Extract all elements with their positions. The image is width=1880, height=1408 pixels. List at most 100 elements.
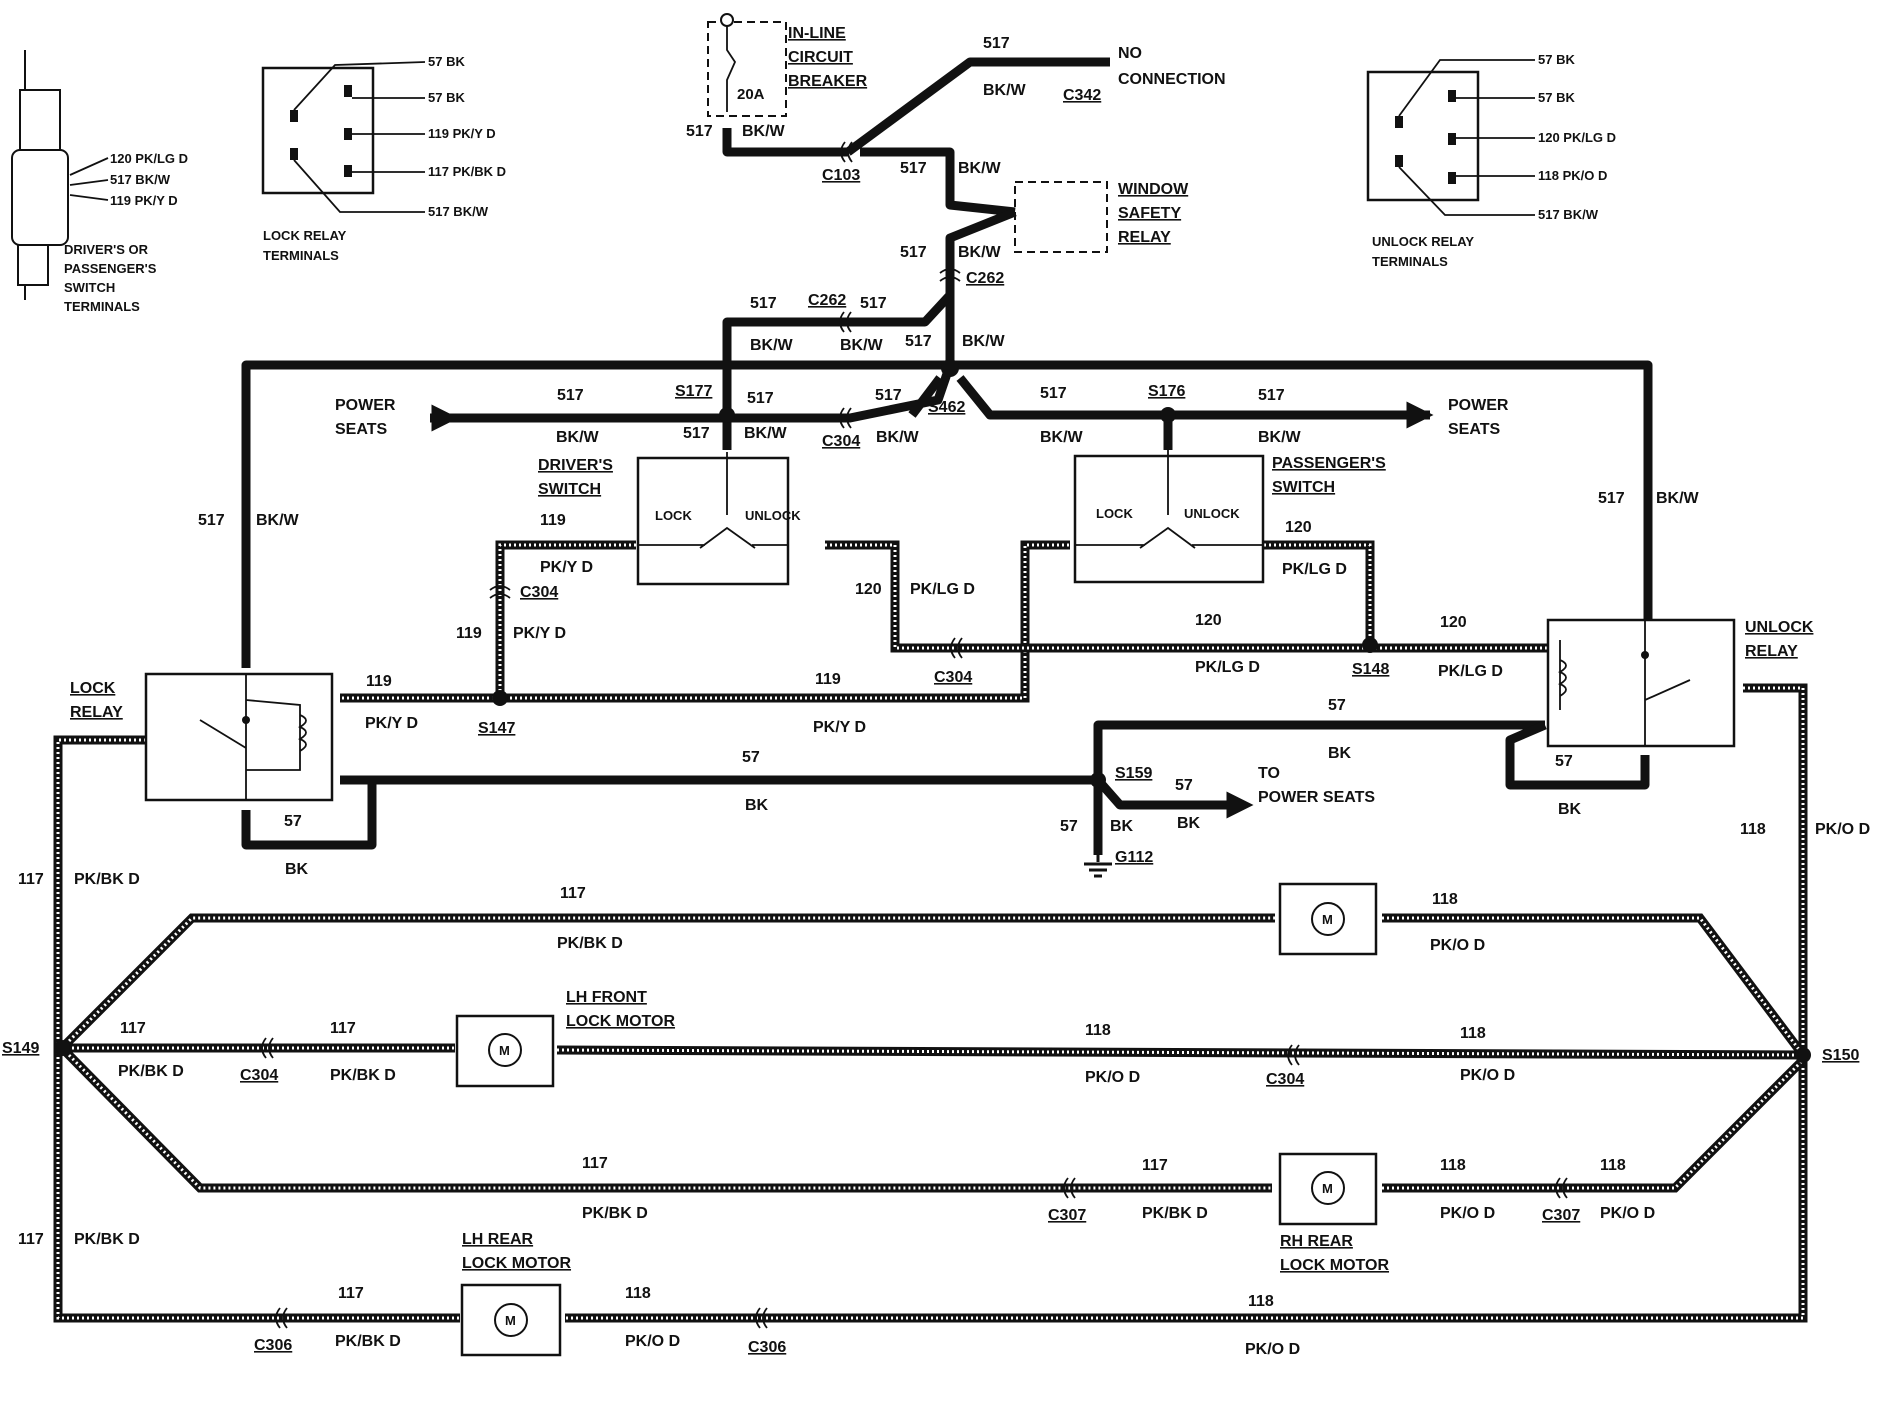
color-bkw: BK/W xyxy=(1258,429,1302,446)
circuit-117: 117 xyxy=(582,1155,608,1172)
circuit-118: 118 xyxy=(1440,1157,1466,1174)
color-pkbkd: PK/BK D xyxy=(330,1067,396,1084)
color-pkbkd: PK/BK D xyxy=(335,1333,401,1350)
breaker-label-3: BREAKER xyxy=(788,73,868,90)
color-pkyd: PK/Y D xyxy=(540,559,593,576)
motor-symbol: M xyxy=(499,1043,510,1058)
switch-pin-1: 120 PK/LG D xyxy=(110,151,188,166)
circuit-517: 517 xyxy=(686,123,713,140)
to-power-seats-2: POWER SEATS xyxy=(1258,789,1375,806)
circuit-breaker: 20A IN-LINE CIRCUIT BREAKER xyxy=(707,13,868,117)
unlock-relay-label-1: UNLOCK xyxy=(1745,619,1814,636)
lock-relay-label-2: RELAY xyxy=(70,704,123,721)
ref-s149: S149 xyxy=(2,1040,39,1057)
unlock-relay: UNLOCK RELAY xyxy=(1546,618,1814,748)
circuit-517: 517 xyxy=(900,244,927,261)
lh-rear-label-2: LOCK MOTOR xyxy=(462,1255,571,1272)
rh-rear-label-2: LOCK MOTOR xyxy=(1280,1257,1389,1274)
color-bkw: BK/W xyxy=(256,512,300,529)
color-bkw: BK/W xyxy=(958,244,1002,261)
power-seats-right-2: SEATS xyxy=(1448,421,1500,438)
drivers-switch-label-1: DRIVER'S xyxy=(538,457,613,474)
wire-517-feed xyxy=(241,57,1653,668)
color-bkw: BK/W xyxy=(1040,429,1084,446)
lh-rear-lock-motor: M LH REAR LOCK MOTOR xyxy=(460,1231,571,1357)
passengers-unlock-label: UNLOCK xyxy=(1184,506,1240,521)
ref-s177: S177 xyxy=(675,383,712,400)
motor-symbol: M xyxy=(505,1313,516,1328)
ref-g112: G112 xyxy=(1115,849,1153,866)
color-pklgd: PK/LG D xyxy=(1438,663,1503,680)
lock-relay-pin-5: 517 BK/W xyxy=(428,204,489,219)
lock-relay-terminals-label-1: LOCK RELAY xyxy=(263,228,347,243)
color-pklgd: PK/LG D xyxy=(1282,561,1347,578)
motor-symbol: M xyxy=(1322,1181,1333,1196)
circuit-118: 118 xyxy=(1740,821,1766,838)
window-relay-label-3: RELAY xyxy=(1118,229,1171,246)
driver-switch-terminal-view: 120 PK/LG D 517 BK/W 119 PK/Y D DRIVER'S… xyxy=(11,50,188,314)
circuit-57: 57 xyxy=(1060,818,1078,835)
color-bkw: BK/W xyxy=(840,337,884,354)
switch-pin-2: 517 BK/W xyxy=(110,172,171,187)
passengers-switch-label-2: SWITCH xyxy=(1272,479,1335,496)
circuit-517: 517 xyxy=(860,295,887,312)
circuit-118: 118 xyxy=(1432,891,1458,908)
circuit-120: 120 xyxy=(1285,519,1312,536)
circuit-119: 119 xyxy=(456,625,482,642)
color-bk: BK xyxy=(1328,745,1352,762)
circuit-120: 120 xyxy=(1440,614,1467,631)
color-pkyd: PK/Y D xyxy=(813,719,866,736)
switch-pin-3: 119 PK/Y D xyxy=(110,193,178,208)
color-bkw: BK/W xyxy=(958,160,1002,177)
circuit-57: 57 xyxy=(1555,753,1573,770)
color-bk: BK xyxy=(1558,801,1582,818)
splice-dots xyxy=(54,359,1811,1063)
circuit-119: 119 xyxy=(366,673,392,690)
color-pkyd: PK/Y D xyxy=(513,625,566,642)
ground-icon xyxy=(1084,855,1112,878)
circuit-517: 517 xyxy=(983,35,1010,52)
color-pkod: PK/O D xyxy=(1815,821,1870,838)
circuit-517: 517 xyxy=(875,387,902,404)
color-bkw: BK/W xyxy=(983,82,1027,99)
labels-top: NO CONNECTION POWER SEATS POWER SEATS TO… xyxy=(335,45,1509,806)
ref-labels: C103 C342 C262 C262 S177 S176 S462 C304 … xyxy=(2,87,1859,1356)
color-bkw: BK/W xyxy=(556,429,600,446)
ref-c342: C342 xyxy=(1063,87,1101,104)
wire-dotted-group xyxy=(53,540,1808,1323)
lock-relay-label-1: LOCK xyxy=(70,680,116,697)
unlock-relay-pin-5: 517 BK/W xyxy=(1538,207,1599,222)
to-power-seats-1: TO xyxy=(1258,765,1280,782)
color-pkod: PK/O D xyxy=(1440,1205,1495,1222)
circuit-119: 119 xyxy=(815,671,841,688)
circuit-118: 118 xyxy=(1460,1025,1486,1042)
color-pkbkd: PK/BK D xyxy=(1142,1205,1208,1222)
passengers-switch-label-1: PASSENGER'S xyxy=(1272,455,1386,472)
circuit-517: 517 xyxy=(557,387,584,404)
color-pkod: PK/O D xyxy=(1600,1205,1655,1222)
ref-c307-right: C307 xyxy=(1542,1207,1580,1224)
color-bk: BK xyxy=(285,861,309,878)
switch-terminals-label-2: PASSENGER'S xyxy=(64,261,157,276)
circuit-117: 117 xyxy=(560,885,586,902)
unlock-relay-terminals-label-1: UNLOCK RELAY xyxy=(1372,234,1474,249)
unlock-relay-terminal-view: 57 BK 57 BK 120 PK/LG D 118 PK/O D 517 B… xyxy=(1366,52,1616,269)
unlock-relay-terminals-label-2: TERMINALS xyxy=(1372,254,1448,269)
unlock-relay-pin-3: 120 PK/LG D xyxy=(1538,130,1616,145)
drivers-switch-label-2: SWITCH xyxy=(538,481,601,498)
circuit-118: 118 xyxy=(1248,1293,1274,1310)
rh-rear-label-1: RH REAR xyxy=(1280,1233,1353,1250)
circuit-labels: 517 BK/W 517 BK/W 517 BK/W 517 BK/W 517 … xyxy=(18,35,1870,1358)
window-safety-relay: WINDOW SAFETY RELAY xyxy=(1014,181,1189,253)
color-bkw: BK/W xyxy=(742,123,786,140)
drivers-unlock-label: UNLOCK xyxy=(745,508,801,523)
switch-terminals-label-1: DRIVER'S OR xyxy=(64,242,149,257)
switch-terminals-label-4: TERMINALS xyxy=(64,299,140,314)
color-bk: BK xyxy=(1177,815,1201,832)
circuit-517: 517 xyxy=(1258,387,1285,404)
circuit-118: 118 xyxy=(625,1285,651,1302)
ref-c304-mid: C304 xyxy=(934,669,972,686)
color-pkod: PK/O D xyxy=(1245,1341,1300,1358)
switch-terminals-label-3: SWITCH xyxy=(64,280,115,295)
